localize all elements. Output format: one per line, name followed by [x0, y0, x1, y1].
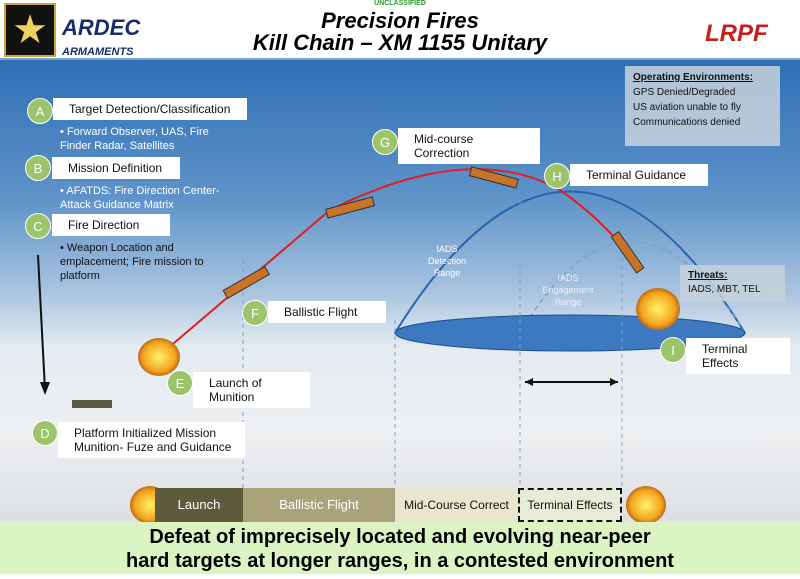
step-g-label: Mid-course Correction: [398, 128, 540, 164]
step-h-badge: H: [544, 163, 570, 189]
impact-explosion-icon: [636, 288, 680, 330]
step-b-bullet: • AFATDS: Fire Direction Center-Attack G…: [60, 185, 220, 211]
trajectory-diagram: [37, 166, 746, 488]
step-i-badge: I: [660, 337, 686, 363]
terminal-phase-blast-icon: [626, 486, 666, 524]
army-logo: ★: [4, 3, 56, 57]
step-i-label: Terminal Effects: [686, 338, 790, 374]
lrpf-logo: LRPF: [705, 20, 768, 47]
step-a-bullet: • Forward Observer, UAS, Fire Finder Rad…: [60, 126, 209, 152]
step-h-label: Terminal Guidance: [570, 164, 708, 186]
step-c-bullet: • Weapon Location and emplacement; Fire …: [60, 242, 204, 282]
iads-detection-label: IADS Detection Range: [427, 244, 467, 278]
munition-icon: [468, 166, 519, 189]
fire-direction-arrow: [37, 254, 46, 391]
howitzer-icon: [72, 400, 112, 408]
iads-engagement-label: IADS Engagement Range: [542, 273, 594, 307]
step-c-label: Fire Direction: [52, 214, 170, 236]
operating-environments-box: Operating Environments:GPS Denied/Degrad…: [625, 66, 780, 146]
phase-terminal-effects: Terminal Effects: [518, 488, 622, 522]
classification-marking: UNCLASSIFIED: [374, 0, 426, 7]
step-f-label: Ballistic Flight: [268, 301, 386, 323]
step-g-badge: G: [372, 129, 398, 155]
step-e-badge: E: [167, 370, 193, 396]
launch-blast-icon: [138, 338, 180, 376]
step-a-badge: A: [27, 98, 53, 124]
threats-box: Threats:IADS, MBT, TEL: [680, 265, 785, 301]
phase-ballistic-flight: Ballistic Flight: [243, 488, 395, 522]
munition-icon: [325, 196, 376, 219]
step-f-badge: F: [242, 300, 268, 326]
munition-icon: [610, 230, 645, 274]
step-c-badge: C: [25, 213, 51, 239]
step-d-label: Platform Initialized Mission Munition- F…: [58, 422, 245, 458]
step-b-badge: B: [25, 155, 51, 181]
phase-launch: Launch: [155, 488, 243, 522]
step-d-badge: D: [32, 420, 58, 446]
step-a-label: Target Detection/Classification: [53, 98, 247, 120]
step-e-label: Launch of Munition: [193, 372, 310, 408]
phase-mid-course-correct: Mid-Course Correct: [395, 488, 518, 522]
summary-banner: Defeat of imprecisely located and evolvi…: [0, 522, 800, 574]
step-b-label: Mission Definition: [52, 157, 180, 179]
munition-icon: [222, 265, 270, 300]
